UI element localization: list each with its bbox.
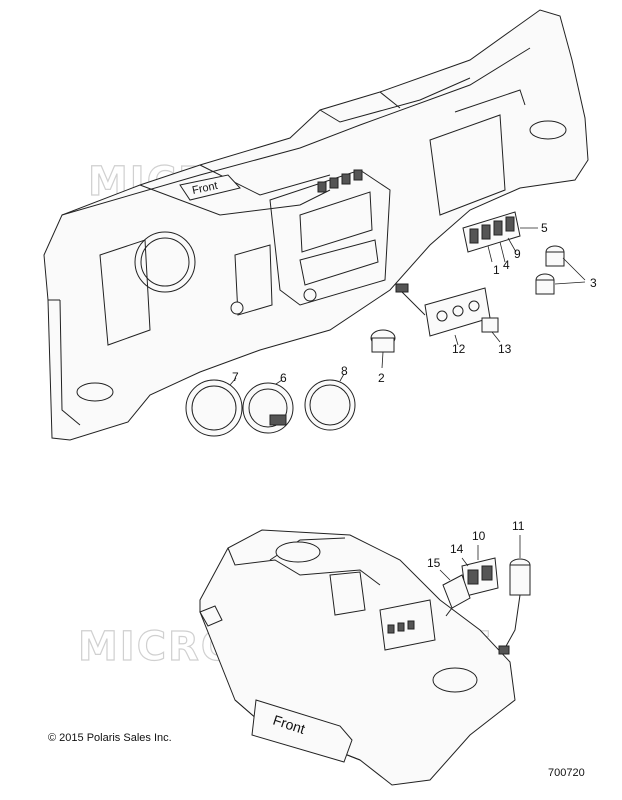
right-cupholder	[529, 120, 567, 140]
rocker-switch	[481, 317, 499, 333]
callout-2: 2	[378, 371, 385, 385]
callout-12: 12	[452, 342, 466, 356]
switch-slot-3	[341, 173, 351, 185]
callout-7: 7	[232, 370, 239, 384]
switch-slot-1	[317, 181, 327, 193]
callout-5: 5	[541, 221, 548, 235]
switch-assembly	[462, 211, 521, 253]
callout-9: 9	[514, 247, 521, 261]
callout-10: 10	[472, 529, 486, 543]
front-arrow-upper	[179, 174, 241, 201]
lower-switch-pair	[461, 557, 499, 597]
callout-6: 6	[280, 371, 287, 385]
lower-plug	[442, 574, 471, 617]
front-arrow-lower	[251, 699, 353, 763]
copyright-notice: © 2015 Polaris Sales Inc.	[48, 732, 172, 744]
callout-13: 13	[498, 342, 512, 356]
gauge-opening	[134, 231, 196, 293]
callout-15: 15	[427, 556, 441, 570]
outlet-socket	[370, 329, 396, 353]
callout-4: 4	[503, 258, 510, 272]
power-outlet-pair	[535, 245, 565, 295]
bezel-ring	[185, 379, 243, 437]
left-cupholder	[76, 382, 114, 402]
console-cupholder	[275, 541, 321, 563]
switch-slot-4	[353, 169, 363, 181]
front-label-upper: Front	[191, 180, 219, 197]
center-console-assembly: Front	[199, 529, 516, 786]
switch-slot-2	[329, 177, 339, 189]
rear-cupholder	[432, 667, 478, 693]
callout-8: 8	[341, 364, 348, 378]
diagram-number: 700720	[548, 767, 585, 779]
lower-power-outlet	[498, 558, 531, 655]
retaining-ring	[304, 379, 356, 431]
callout-14: 14	[450, 542, 464, 556]
dashboard-assembly: Front	[43, 9, 589, 441]
callout-11: 11	[512, 519, 525, 533]
callout-1: 1	[493, 263, 500, 277]
switch-panel	[395, 283, 491, 337]
callout-3: 3	[590, 276, 597, 290]
